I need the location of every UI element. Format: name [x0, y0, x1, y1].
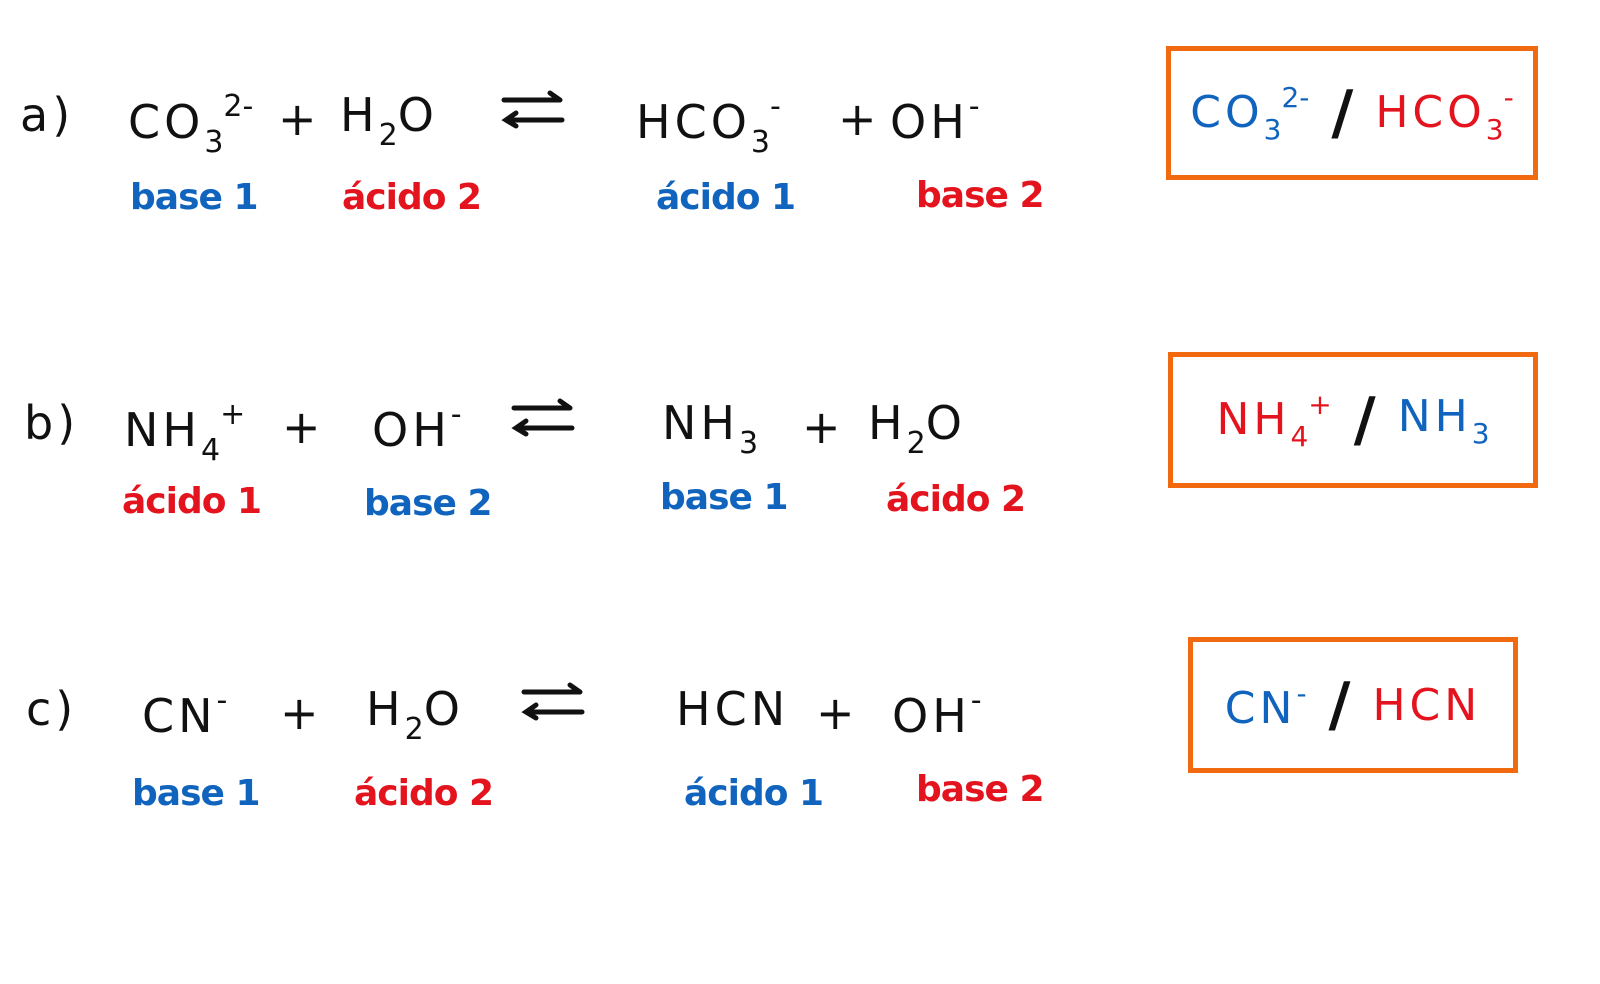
plus-sign: +	[802, 400, 845, 454]
equilibrium-arrow-icon	[500, 90, 566, 130]
pair-right: HCN	[1372, 679, 1482, 731]
conjugate-pair-box: CO32- / HCO3-	[1166, 46, 1538, 180]
product-2: OH-	[890, 89, 980, 149]
role-label: base 2	[364, 483, 492, 524]
reactant-2: H2O	[340, 88, 438, 153]
item-letter: c)	[26, 682, 78, 736]
plus-sign: +	[816, 686, 859, 740]
equilibrium-arrow-icon	[510, 398, 576, 438]
role-label: base 1	[132, 773, 260, 814]
pair-slash: /	[1328, 670, 1351, 740]
product-2: OH-	[892, 683, 982, 743]
pair-slash: /	[1331, 78, 1354, 148]
role-label: ácido 2	[886, 479, 1026, 520]
plus-sign: +	[282, 400, 325, 454]
pair-left: NH4+	[1216, 387, 1332, 453]
pair-right: NH3	[1397, 390, 1490, 450]
reactant-2: H2O	[366, 682, 464, 747]
role-label: base 1	[130, 177, 258, 218]
reactant-1: CO32-	[128, 89, 254, 160]
product-1: HCO3-	[636, 89, 781, 160]
pair-left: CO32-	[1190, 80, 1310, 146]
role-label: ácido 1	[684, 773, 824, 814]
role-label: ácido 2	[354, 773, 494, 814]
reactant-2: OH-	[372, 397, 462, 457]
pair-left: CN-	[1224, 676, 1307, 734]
pair-slash: /	[1353, 385, 1376, 455]
reactant-1: NH4+	[124, 397, 246, 468]
reactant-1: CN-	[142, 683, 228, 743]
conjugate-pair-box: NH4+ / NH3	[1168, 352, 1538, 488]
conjugate-pair-box: CN- / HCN	[1188, 637, 1518, 773]
equilibrium-arrow-icon	[520, 682, 586, 722]
plus-sign: +	[838, 92, 881, 146]
plus-sign: +	[280, 686, 323, 740]
pair-right: HCO3-	[1375, 80, 1514, 146]
role-label: base 2	[916, 769, 1044, 810]
product-2: H2O	[868, 396, 966, 461]
role-label: base 1	[660, 477, 788, 518]
product-1: NH3	[662, 396, 759, 461]
role-label: ácido 1	[122, 481, 262, 522]
role-label: ácido 1	[656, 177, 796, 218]
product-1: HCN	[676, 682, 790, 736]
role-label: ácido 2	[342, 177, 482, 218]
item-letter: a)	[20, 88, 75, 142]
role-label: base 2	[916, 175, 1044, 216]
plus-sign: +	[278, 92, 321, 146]
item-letter: b)	[24, 396, 80, 450]
